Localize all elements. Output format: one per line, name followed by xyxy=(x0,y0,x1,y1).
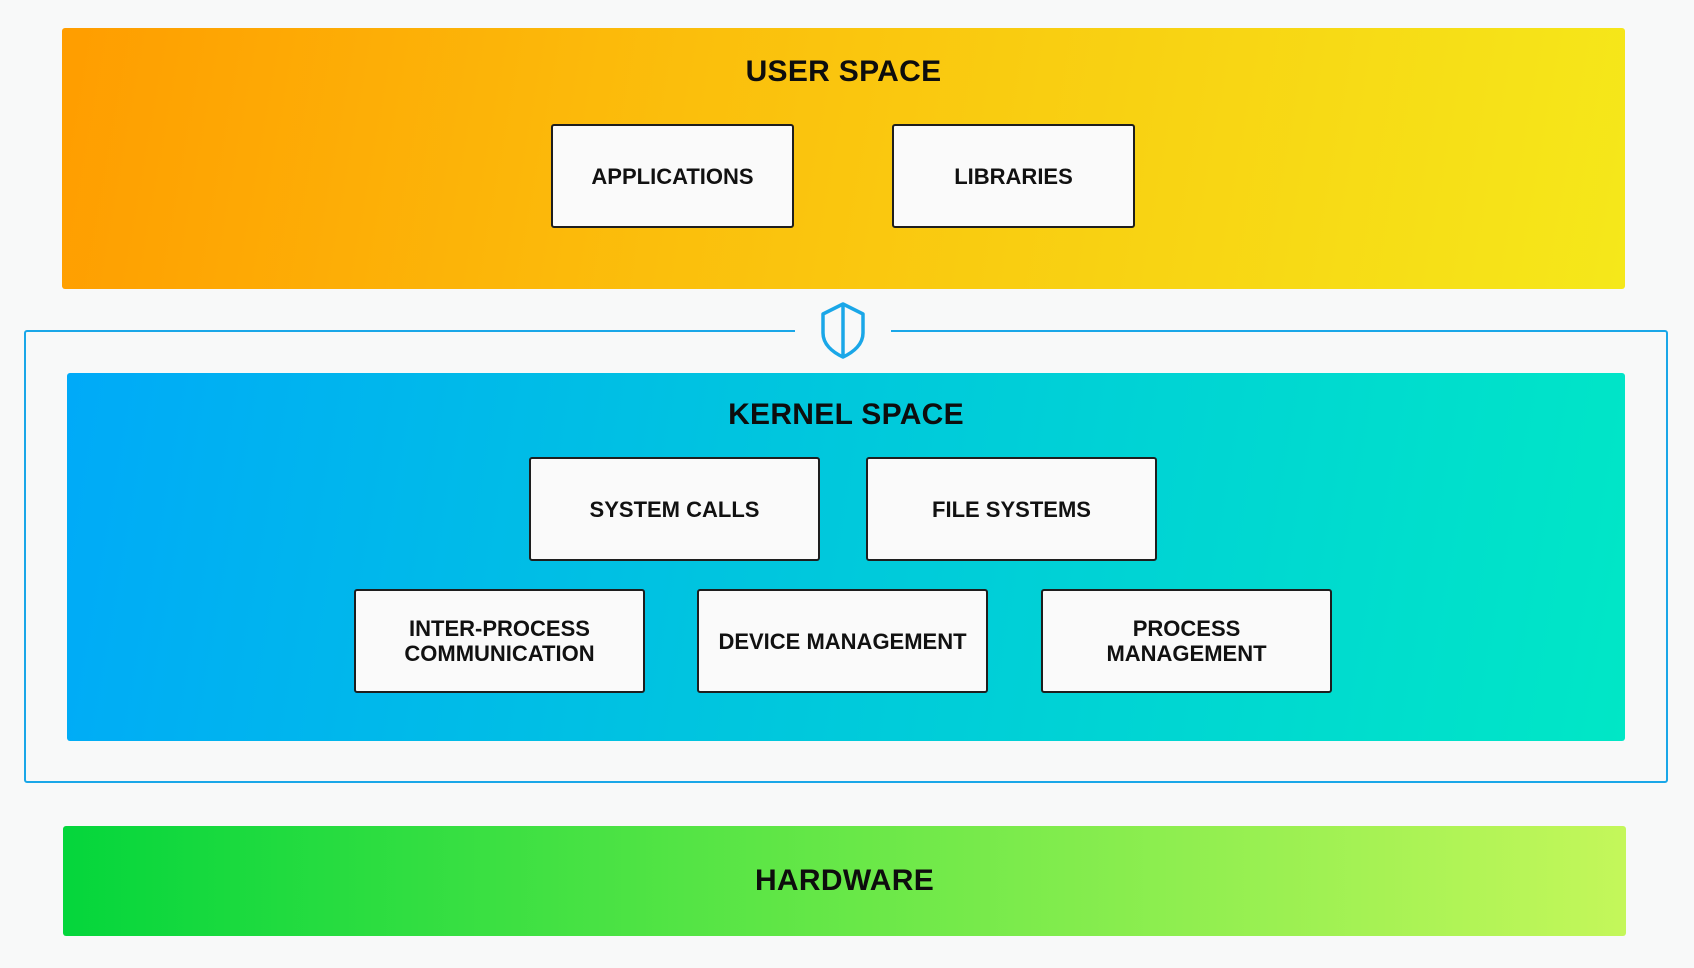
user-space-layer: USER SPACE APPLICATIONS LIBRARIES xyxy=(62,28,1625,289)
hardware-title: HARDWARE xyxy=(754,864,935,897)
user-space-title: USER SPACE xyxy=(745,55,942,88)
device-management-box: DEVICE MANAGEMENT xyxy=(697,589,988,693)
hardware-layer: HARDWARE xyxy=(63,826,1626,936)
process-management-line1: PROCESS xyxy=(1132,616,1241,641)
inter-process-communication-box: INTER-PROCESS COMMUNICATION xyxy=(354,589,645,693)
ipc-label-line2: COMMUNICATION xyxy=(404,641,595,666)
device-management-label: DEVICE MANAGEMENT xyxy=(718,628,967,654)
libraries-box: LIBRARIES xyxy=(892,124,1135,228)
process-management-box: PROCESS MANAGEMENT xyxy=(1041,589,1332,693)
system-calls-box: SYSTEM CALLS xyxy=(529,457,820,561)
applications-box: APPLICATIONS xyxy=(551,124,794,228)
ipc-label-line1: INTER-PROCESS xyxy=(409,616,590,641)
file-systems-box: FILE SYSTEMS xyxy=(866,457,1157,561)
shield-icon xyxy=(821,302,865,359)
process-management-line2: MANAGEMENT xyxy=(1106,641,1267,666)
kernel-space-title: KERNEL SPACE xyxy=(728,398,964,431)
kernel-space-layer: KERNEL SPACE SYSTEM CALLS FILE SYSTEMS I… xyxy=(67,373,1625,741)
